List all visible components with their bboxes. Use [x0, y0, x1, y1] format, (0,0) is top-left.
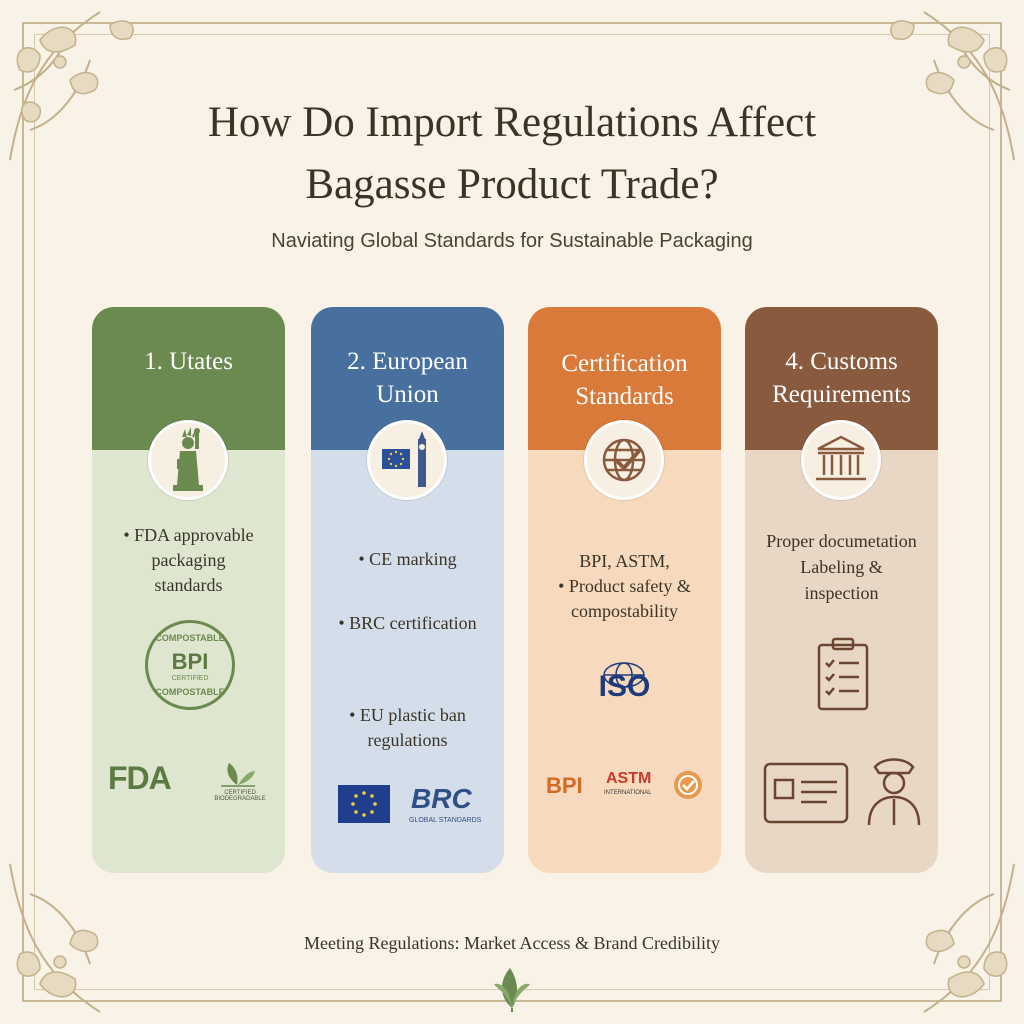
bpi-compostable-badge: COMPOSTABLE BPI CERTIFIED COMPOSTABLE — [145, 620, 235, 710]
eu-flag-big-ben-icon — [367, 420, 447, 500]
title-line-1: How Do Import Regulations Affect — [207, 99, 817, 146]
bullet-text: • EU plastic ban — [349, 705, 466, 725]
card-united-states: 1. Utates • FDA approvable packaging sta… — [92, 307, 285, 873]
bullet-text: • FDA approvable — [123, 525, 254, 545]
floral-corner-icon — [9, 11, 134, 161]
astm-subtitle: INTERNATIONAL — [604, 790, 652, 796]
certification-seal-icon — [674, 771, 702, 799]
card-title: 1. Utates — [144, 348, 233, 375]
id-card-icon — [763, 762, 849, 824]
customs-officer-icon — [867, 758, 921, 826]
card-header: Certification Standards — [528, 307, 721, 450]
bpi-logo: BPI — [546, 773, 583, 798]
title-line-2: Bagasse Product Trade? — [305, 161, 719, 208]
bullet-text: regulations — [367, 730, 448, 750]
iso-globe-icon — [603, 662, 645, 688]
card-title: Standards — [575, 383, 674, 410]
bullet-text: compostability — [571, 601, 678, 621]
page-title: How Do Import Regulations Affect Bagasse… — [0, 92, 1024, 216]
page-subtitle: Naviating Global Standards for Sustainab… — [271, 230, 753, 252]
floral-corner-icon — [923, 863, 1015, 1013]
eu-flag-logo-icon — [338, 785, 390, 823]
bullet-text: • Product safety & — [558, 576, 691, 596]
card-customs-requirements: 4. Customs Requirements Proper documetat… — [745, 307, 938, 873]
card-title: Certification — [561, 350, 688, 377]
bullet-text: packaging — [151, 550, 226, 570]
statue-of-liberty-icon — [148, 420, 228, 500]
leaf-icon — [221, 763, 255, 787]
brc-logo: BRC — [411, 783, 472, 814]
bullet-text: • BRC certification — [338, 613, 477, 633]
card-title: 2. European — [347, 348, 468, 375]
bullet-text: Proper documetation — [766, 531, 917, 551]
badge-small-text: CERTIFIED — [171, 675, 209, 682]
clipboard-checklist-icon — [817, 637, 869, 711]
badge-top-text: COMPOSTABLE — [155, 633, 225, 643]
card-certification-standards: Certification Standards BPI, ASTM, • Pro… — [528, 307, 721, 873]
floral-corner-icon — [9, 863, 101, 1013]
bullet-text: standards — [154, 575, 223, 595]
bullet-text: • CE marking — [358, 549, 457, 569]
astm-logo: ASTM — [606, 770, 652, 787]
brc-subtitle: GLOBAL STANDARDS — [409, 817, 482, 824]
bullet-text: inspection — [804, 583, 879, 603]
globe-check-icon — [584, 420, 664, 500]
badge-bottom-text: COMPOSTABLE — [155, 687, 225, 697]
card-title: 4. Customs — [785, 348, 898, 375]
customs-building-icon — [801, 420, 881, 500]
footer-text: Meeting Regulations: Market Access & Bra… — [304, 933, 720, 953]
fda-logo: FDA — [108, 760, 172, 796]
bullet-text: BPI, ASTM, — [579, 551, 670, 571]
bullet-text: Labeling & — [800, 557, 883, 577]
card-european-union: 2. European Union • CE marking • BRC cer… — [311, 307, 504, 873]
badge-bpi-text: BPI — [171, 649, 209, 674]
biodegradable-label: CERTIFIED BIODEGRADABLE — [214, 790, 266, 802]
iso-logo: ISO — [598, 670, 651, 703]
leaf-icon — [494, 968, 530, 1012]
card-title: Requirements — [772, 381, 911, 408]
floral-corner-icon — [890, 11, 1015, 161]
card-title: Union — [376, 381, 439, 408]
